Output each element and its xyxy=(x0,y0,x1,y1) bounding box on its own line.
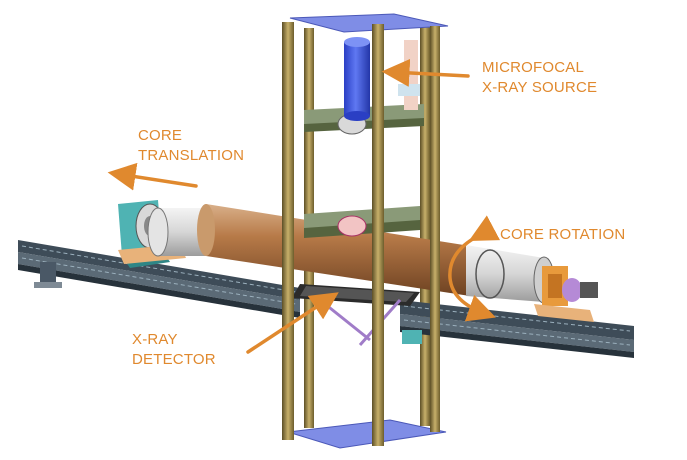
right-rail xyxy=(400,300,634,358)
detector-label-line1: X-RAY xyxy=(132,331,178,348)
detector-label-line2: DETECTOR xyxy=(132,351,216,368)
translation-arrow xyxy=(107,162,198,191)
tower-front-posts xyxy=(282,22,440,446)
translation-label-line2: TRANSLATION xyxy=(138,147,245,164)
source-label-line2: X-RAY SOURCE xyxy=(482,79,598,96)
source-arrow xyxy=(381,58,470,87)
left-rail xyxy=(18,240,300,318)
bottom-plate xyxy=(287,419,447,449)
right-end-mount xyxy=(534,266,598,322)
detector-arrow xyxy=(246,292,339,354)
detector-label: X-RAY DETECTOR xyxy=(132,330,216,370)
xray-source xyxy=(344,37,370,121)
translation-label-line1: CORE xyxy=(138,127,183,144)
rotation-arrow xyxy=(448,215,501,322)
annotation-arrows xyxy=(107,58,501,354)
top-plate xyxy=(289,13,449,33)
rotation-label: CORE ROTATION xyxy=(500,226,626,243)
translation-label: CORE TRANSLATION xyxy=(138,126,244,166)
source-label: MICROFOCAL X-RAY SOURCE xyxy=(482,58,597,98)
source-label-line1: MICROFOCAL xyxy=(482,59,585,76)
